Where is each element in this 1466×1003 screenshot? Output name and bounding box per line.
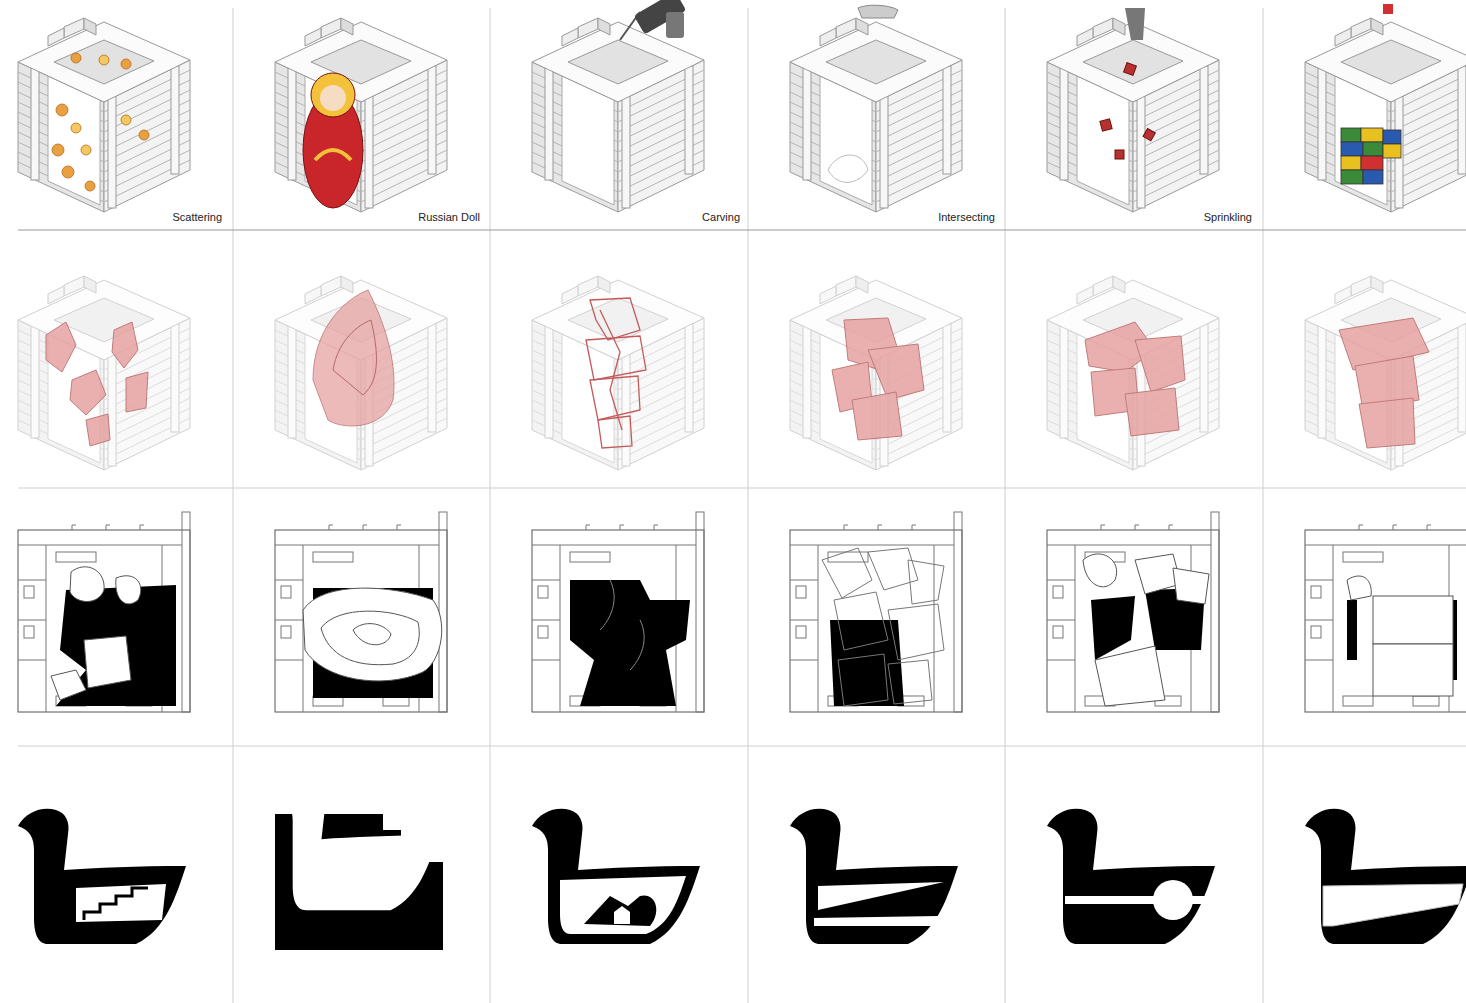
method-label: Carving [700,211,742,224]
russian-doll-column [275,18,447,950]
method-label: Intersecting [936,211,997,224]
grid-lines [18,8,1466,1003]
intersecting-column [790,5,962,944]
method-label: Russian Doll [416,211,482,224]
carving-column [532,0,704,944]
method-label: Scattering [170,211,224,224]
drill [620,0,686,40]
scattering-column [18,18,190,944]
hand [858,5,898,18]
hand [1125,8,1145,40]
method-label: Sprinkling [1202,211,1254,224]
sprinkling-column [1047,8,1219,944]
stacking-column [1305,4,1466,944]
